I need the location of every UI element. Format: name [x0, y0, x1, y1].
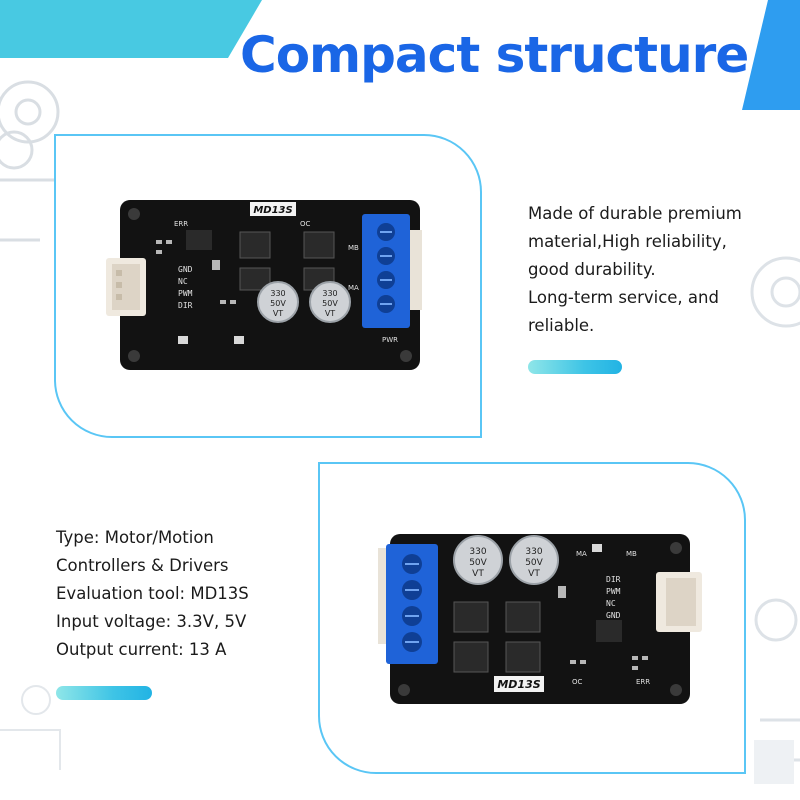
capacitor-voltage-2: 50V: [322, 299, 338, 308]
capacitor-voltage: 50V: [270, 299, 286, 308]
motor-driver-board-image: GND NC PWM DIR MD13S OC ERR 330 50V VT 3…: [106, 200, 422, 370]
capacitor-series-3: VT: [472, 569, 484, 579]
capacitor-series-4: VT: [528, 569, 540, 579]
accent-pill-2: [56, 686, 152, 700]
spec-line: Controllers & Drivers: [56, 556, 229, 575]
spec-line: Evaluation tool: MD13S: [56, 584, 249, 603]
description-line: Made of durable premium: [528, 204, 742, 223]
capacitor-series-2: VT: [325, 309, 335, 318]
ma-label: MA: [348, 284, 359, 292]
ma-label-2: MA: [576, 550, 587, 558]
err-label: ERR: [174, 220, 188, 228]
capacitor-series: VT: [273, 309, 283, 318]
spec-line: Input voltage: 3.3V, 5V: [56, 612, 247, 631]
pin-label-pwm-2: PWM: [606, 587, 621, 596]
pwr-label: PWR: [382, 336, 398, 344]
oc-label-2: OC: [572, 678, 583, 686]
capacitor-value-3: 330: [469, 547, 486, 557]
spec-list: Type: Motor/Motion Controllers & Drivers…: [56, 524, 326, 664]
accent-pill: [528, 360, 622, 374]
capacitor-value-4: 330: [525, 547, 542, 557]
pin-label-dir: DIR: [178, 301, 193, 310]
capacitor-voltage-4: 50V: [525, 558, 543, 568]
description-line: good durability.: [528, 260, 656, 279]
capacitor-value: 330: [270, 289, 285, 298]
spec-line: Output current: 13 A: [56, 640, 227, 659]
pin-label-gnd-2: GND: [606, 611, 621, 620]
mb-label: MB: [348, 244, 359, 252]
description-line: Long-term service, and: [528, 288, 719, 307]
pin-label-nc-2: NC: [606, 599, 616, 608]
pin-label-nc: NC: [178, 277, 188, 286]
description-line: material,High reliability,: [528, 232, 727, 251]
capacitor-voltage-3: 50V: [469, 558, 487, 568]
motor-driver-board-image-2: 330 50V VT 330 50V VT DIR PWM NC GND MA …: [378, 534, 702, 704]
mb-label-2: MB: [626, 550, 637, 558]
page-title: Compact structure: [240, 26, 749, 84]
capacitor-value-2: 330: [322, 289, 337, 298]
board-model-label: MD13S: [253, 205, 292, 216]
pin-label-dir-2: DIR: [606, 575, 621, 584]
durability-description: Made of durable premium material,High re…: [528, 200, 798, 340]
board-model-label-2: MD13S: [497, 678, 540, 691]
oc-label: OC: [300, 220, 311, 228]
err-label-2: ERR: [636, 678, 650, 686]
pin-label-gnd: GND: [178, 265, 193, 274]
spec-line: Type: Motor/Motion: [56, 528, 214, 547]
pin-label-pwm: PWM: [178, 289, 193, 298]
description-line: reliable.: [528, 316, 595, 335]
